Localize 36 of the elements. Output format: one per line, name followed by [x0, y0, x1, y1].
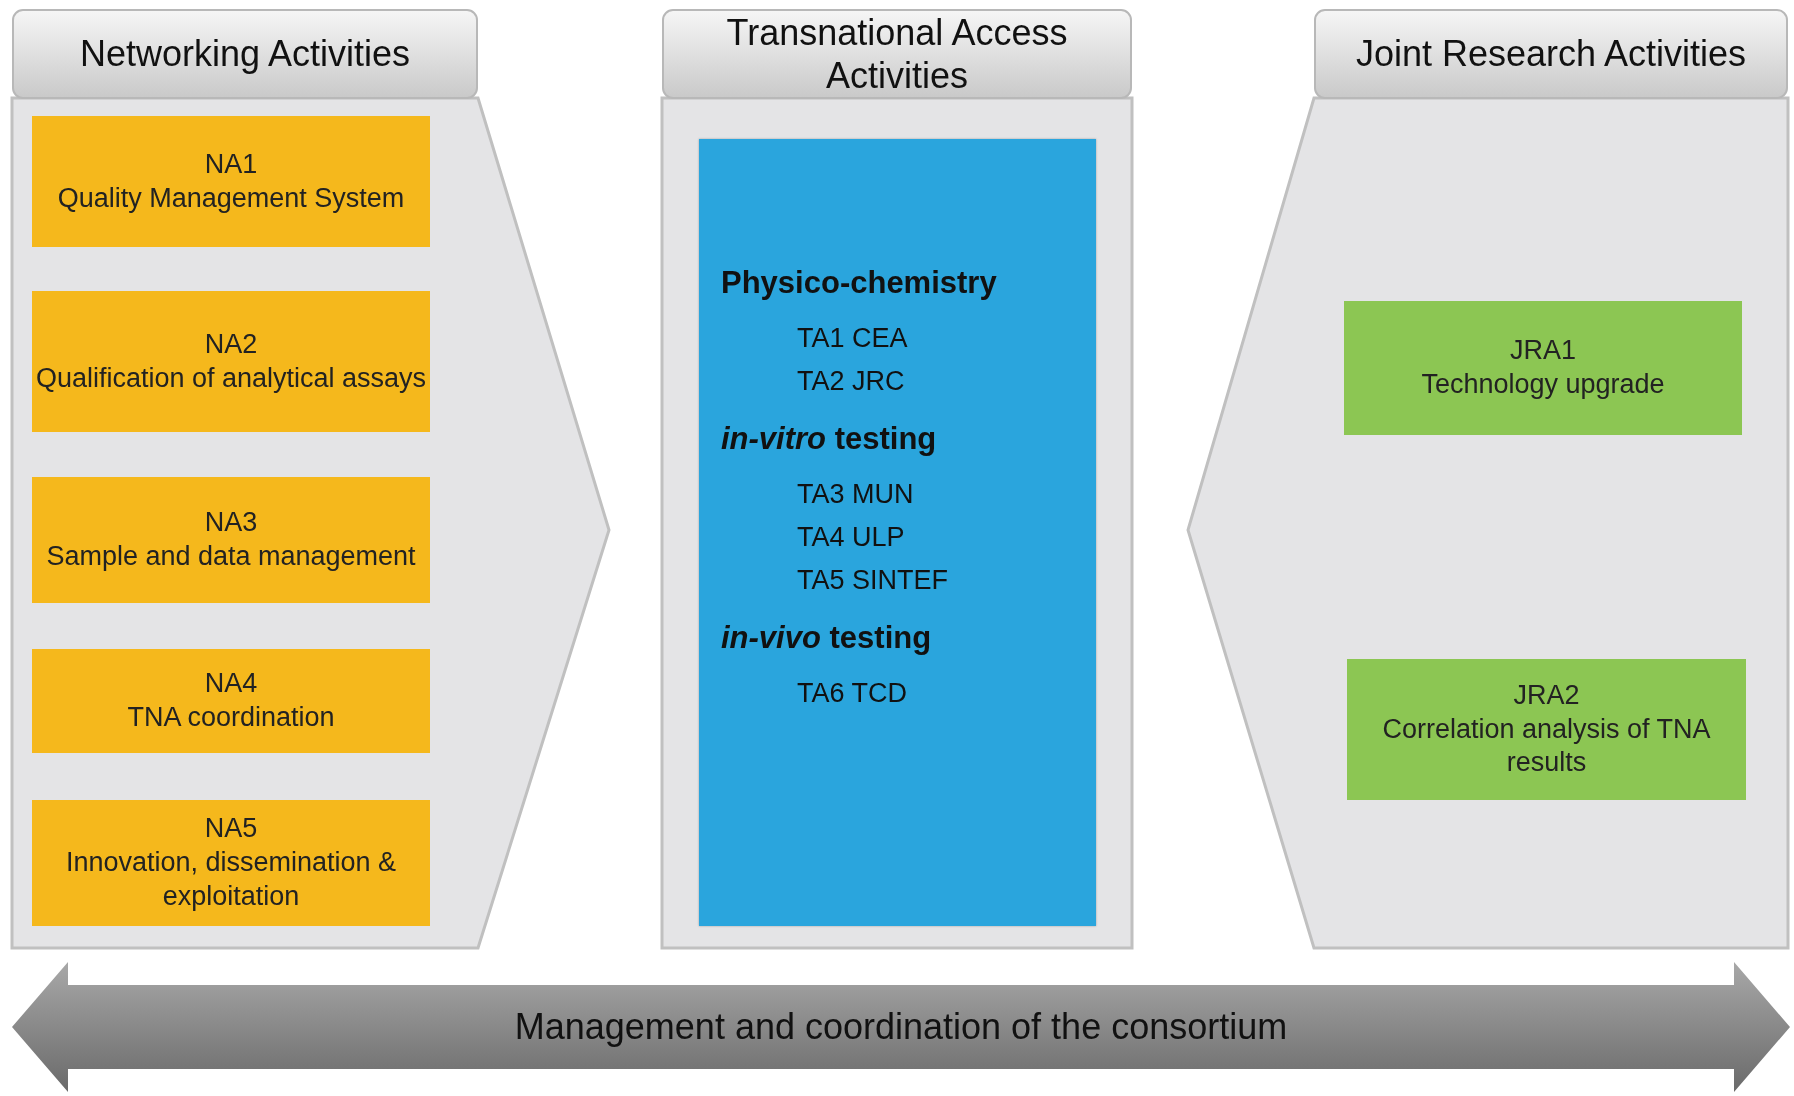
activity-box	[32, 477, 430, 603]
activity-title: Correlation analysis of TNA results	[1381, 712, 1712, 780]
panel-title: Joint Research Activities	[1354, 32, 1748, 77]
access-item: TA5 SINTEF	[797, 564, 949, 597]
activity-title: Technology upgrade	[1421, 368, 1665, 401]
activity-title: TNA coordination	[127, 701, 335, 734]
band-label: Management and coordination of the consortium	[514, 1006, 1288, 1048]
activity-box	[32, 800, 430, 926]
activity-code: NA5	[204, 812, 258, 846]
panel-title: Networking Activities	[78, 32, 412, 77]
activity-box	[32, 649, 430, 753]
category-heading: in-vitro testing	[721, 421, 937, 457]
access-item: TA1 CEA	[797, 322, 908, 355]
category-heading: in-vivo testing	[721, 620, 932, 656]
activity-box	[1344, 301, 1742, 435]
activity-code: NA2	[204, 327, 258, 361]
activity-title: Quality Management System	[57, 181, 405, 215]
activity-code: NA3	[204, 506, 258, 540]
panel-title: Transnational Access Activities	[725, 10, 1069, 98]
access-item: TA3 MUN	[797, 478, 914, 511]
access-box	[699, 139, 1096, 926]
activity-box	[32, 116, 430, 247]
access-item: TA2 JRC	[797, 365, 905, 398]
activity-code: JRA2	[1513, 678, 1580, 712]
activity-title: Qualification of analytical assays	[35, 361, 427, 395]
access-item: TA4 ULP	[797, 521, 905, 554]
activity-title: Innovation, dissemination & exploitation	[64, 846, 398, 913]
activity-title: Sample and data management	[46, 540, 416, 573]
activity-code: NA4	[204, 667, 258, 701]
activity-box	[32, 291, 430, 432]
activity-code: NA1	[204, 147, 258, 181]
access-item: TA6 TCD	[797, 677, 908, 710]
double-arrow-band	[12, 962, 1790, 1092]
activity-box	[1347, 659, 1746, 800]
activity-code: JRA1	[1510, 334, 1576, 368]
category-heading: Physico-chemistry	[721, 265, 997, 301]
